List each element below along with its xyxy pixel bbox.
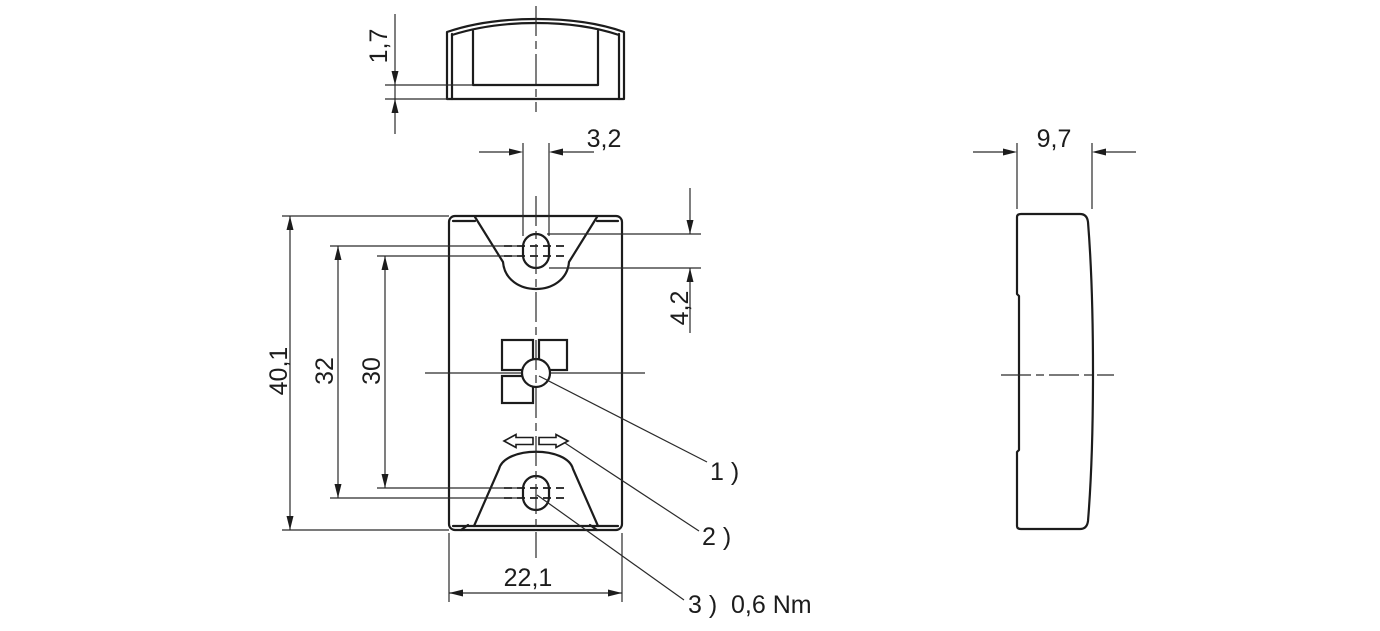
dim-text-slot-length: 4,2	[666, 291, 694, 326]
dim-text-slot-width: 3,2	[587, 125, 622, 153]
cap-top-view	[445, 6, 626, 112]
ext-lines	[547, 233, 701, 269]
arrowhead-left	[449, 589, 463, 597]
dimension-cap-height: 1,7	[365, 14, 473, 134]
ext-lines	[377, 255, 519, 489]
leader-line-1	[538, 375, 708, 463]
dimension-slot-length: 4,2	[547, 188, 701, 333]
ext-lines	[448, 533, 623, 602]
corner-chamfer-ticks	[459, 523, 599, 532]
arrowhead-right	[608, 589, 622, 597]
callout-3-label: 3 )	[688, 591, 717, 619]
front-view	[425, 196, 645, 558]
arrowhead-down	[381, 474, 389, 488]
arrowhead-right	[509, 148, 523, 156]
dimension-depth: 9,7	[973, 125, 1136, 209]
arrowhead-up	[381, 256, 389, 270]
arrowhead-up	[334, 246, 342, 260]
clamp-block-top-right	[537, 338, 569, 372]
callouts: 1 ) 2 ) 3 ) 0,6 Nm	[536, 375, 812, 619]
callout-3-torque-value: 0,6 Nm	[731, 591, 812, 619]
ext-lines	[330, 245, 519, 499]
clamp-block-bottom-left	[500, 374, 535, 405]
arrowhead-down	[334, 484, 342, 498]
dimension-span-inner: 30	[358, 255, 519, 489]
side-outline	[1015, 212, 1095, 531]
ext-lines	[1016, 143, 1093, 209]
dim-text-cap-height: 1,7	[365, 29, 393, 64]
leader-line-3	[536, 494, 685, 601]
ext-lines	[385, 84, 473, 100]
side-view	[1001, 212, 1114, 531]
arrowhead-up	[686, 268, 694, 282]
dimension-slot-width: 3,2	[479, 125, 621, 236]
dim-text-depth: 9,7	[1037, 125, 1072, 153]
dim-text-span-outer: 32	[311, 357, 339, 385]
arrowhead-left	[1092, 148, 1106, 156]
dimension-plate-height: 40,1	[265, 215, 449, 531]
arrowhead-up	[286, 216, 294, 230]
double-arrow-left-icon	[502, 433, 534, 449]
cap-inner-rect	[471, 29, 600, 87]
callout-1-label: 1 )	[710, 458, 739, 486]
callout-2-label: 2 )	[702, 523, 731, 551]
dimension-plate-width: 22,1	[448, 533, 623, 602]
ext-lines	[522, 143, 550, 236]
arrowhead-down	[286, 516, 294, 530]
dim-text-span-inner: 30	[358, 357, 386, 385]
arrowhead-down	[686, 220, 694, 234]
dim-text-plate-width: 22,1	[504, 564, 553, 592]
arrowhead-left	[549, 148, 563, 156]
arrowhead-up	[391, 99, 399, 113]
dimension-span-outer: 32	[311, 245, 519, 499]
double-arrow-right-icon	[538, 433, 570, 449]
arrowhead-down	[391, 71, 399, 85]
leader-line-2	[564, 442, 700, 532]
ext-lines	[282, 215, 449, 531]
dim-text-plate-height: 40,1	[265, 347, 293, 396]
arrowhead-right	[1003, 148, 1017, 156]
